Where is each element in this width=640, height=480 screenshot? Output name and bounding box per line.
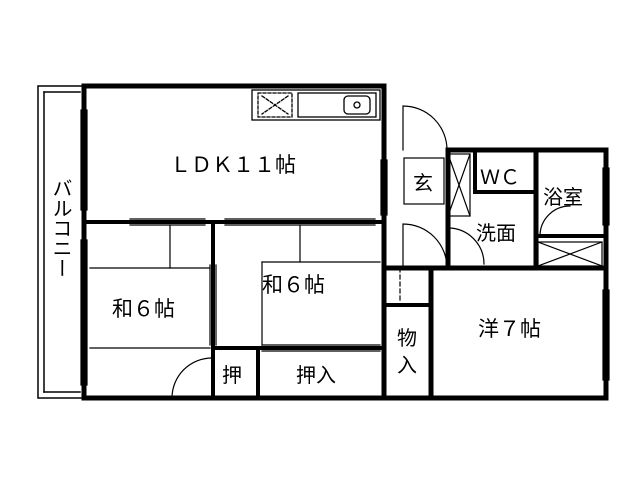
windows — [80, 109, 610, 386]
room-label-washitsu-left: 和６帖 — [112, 297, 175, 321]
room-label-monoire-bottom: 入 — [397, 353, 417, 377]
room-label-yokushitsu: 浴室 — [543, 185, 583, 209]
room-label-washitsu-center: 和６帖 — [262, 273, 325, 297]
storage-marks — [403, 153, 603, 267]
room-label-monoire-top: 物 — [397, 326, 417, 350]
balcony-label: バルコニー — [49, 178, 73, 278]
door-swings — [171, 105, 571, 399]
room-label-youshitsu: 洋７帖 — [478, 317, 541, 341]
room-label-oshiire: 押入 — [296, 363, 336, 387]
room-label-wc: ＷＣ — [480, 165, 520, 189]
room-label-oshi-small: 押 — [222, 363, 242, 387]
room-label-ldk: ＬＤＫ１１帖 — [170, 153, 296, 177]
interior-walls — [82, 148, 608, 400]
sliding-doors — [89, 218, 381, 352]
room-label-genkan: 玄 — [413, 171, 433, 195]
kitchen-counter — [251, 89, 381, 121]
exterior-walls — [81, 83, 609, 401]
room-label-senmen: 洗面 — [476, 221, 516, 245]
